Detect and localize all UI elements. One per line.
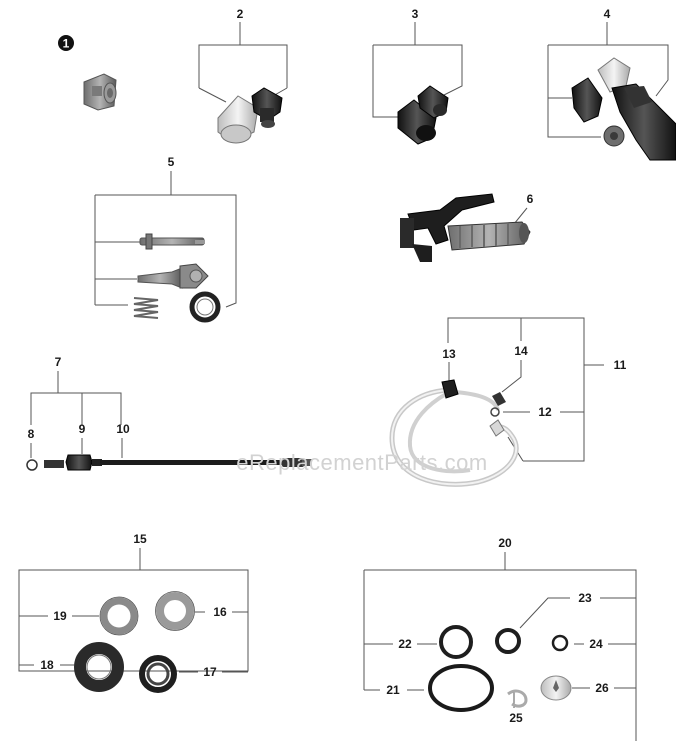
callout-24: 24 bbox=[589, 637, 603, 651]
bracket-20 bbox=[363, 552, 637, 741]
part-5-valve-stem bbox=[139, 233, 205, 250]
callout-6: 6 bbox=[527, 192, 534, 206]
part-16-seal bbox=[155, 591, 195, 631]
bracket-5 bbox=[94, 171, 237, 308]
part-5-valve-seat bbox=[137, 263, 209, 289]
callout-19: 19 bbox=[53, 609, 67, 623]
callout-8: 8 bbox=[28, 427, 35, 441]
part-4-adjustable-nozzle bbox=[597, 57, 676, 161]
leader-6 bbox=[513, 207, 528, 225]
part-24-o-ring bbox=[551, 634, 569, 652]
callout-21: 21 bbox=[386, 683, 400, 697]
callout-2: 2 bbox=[237, 7, 244, 21]
callout-11: 11 bbox=[614, 358, 627, 372]
callout-10: 10 bbox=[116, 422, 130, 436]
watermark: eReplacementParts.com bbox=[236, 450, 487, 475]
callout-26: 26 bbox=[595, 681, 609, 695]
part-10-wand bbox=[100, 458, 312, 467]
callout-14: 14 bbox=[514, 344, 528, 358]
callout-1: 1 bbox=[58, 35, 74, 51]
bracket-11 bbox=[447, 317, 604, 462]
bracket-2 bbox=[198, 22, 288, 103]
callout-18: 18 bbox=[40, 658, 54, 672]
part-21-o-ring bbox=[428, 664, 494, 712]
bracket-4 bbox=[547, 22, 669, 138]
callout-4: 4 bbox=[604, 7, 611, 21]
part-2-light-nozzle bbox=[217, 95, 259, 144]
part-13-hose-fitting bbox=[441, 379, 459, 399]
part-5-spring bbox=[133, 297, 159, 319]
part-25-clip bbox=[507, 689, 528, 708]
callout-23: 23 bbox=[578, 591, 592, 605]
part-4-gray-cap bbox=[603, 125, 625, 147]
part-6-trigger-handle bbox=[400, 193, 531, 262]
part-17-gasket bbox=[139, 655, 177, 693]
callout-20: 20 bbox=[498, 536, 512, 550]
callout-7: 7 bbox=[55, 355, 62, 369]
callout-5: 5 bbox=[168, 155, 175, 169]
part-9-fitting bbox=[44, 454, 102, 471]
part-23-o-ring bbox=[495, 628, 521, 654]
callout-17: 17 bbox=[203, 665, 217, 679]
bracket-15 bbox=[18, 548, 249, 673]
callout-9: 9 bbox=[79, 422, 86, 436]
part-11-hose bbox=[389, 387, 519, 487]
part-14-hose-connector bbox=[492, 392, 506, 406]
callout-12: 12 bbox=[538, 405, 552, 419]
part-19-seal bbox=[99, 596, 139, 636]
part-26-cap bbox=[540, 675, 572, 701]
callout-22: 22 bbox=[398, 637, 412, 651]
part-22-o-ring bbox=[439, 625, 473, 659]
callout-3: 3 bbox=[412, 7, 419, 21]
callout-15: 15 bbox=[133, 532, 147, 546]
leader-14 bbox=[501, 360, 522, 393]
svg-text:1: 1 bbox=[63, 37, 70, 51]
part-8-washer bbox=[26, 459, 38, 471]
callout-25: 25 bbox=[509, 711, 523, 725]
callout-13: 13 bbox=[442, 347, 456, 361]
part-3-short-nozzle bbox=[417, 85, 449, 119]
part-18-gasket bbox=[74, 642, 124, 692]
part-4-dark-sleeve bbox=[571, 77, 603, 123]
part-5-o-ring bbox=[189, 291, 221, 323]
bracket-3 bbox=[372, 22, 463, 118]
part-1-nozzle-body bbox=[83, 73, 117, 111]
bracket-7 bbox=[30, 371, 122, 425]
callout-16: 16 bbox=[213, 605, 227, 619]
part-2-dark-nozzle bbox=[251, 87, 283, 128]
part-12-clamp bbox=[489, 407, 505, 437]
